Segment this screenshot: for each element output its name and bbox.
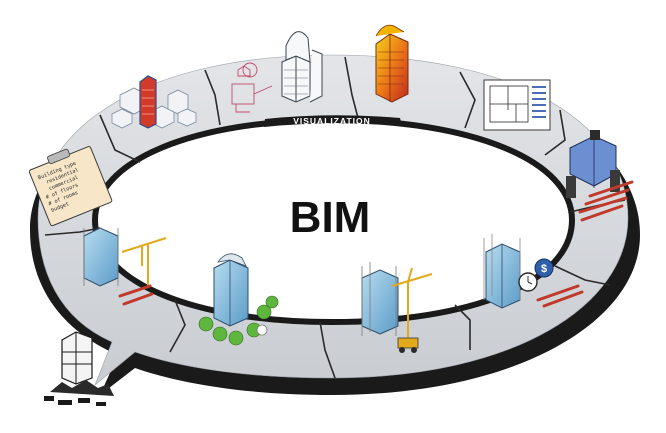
- renovation-crane-icon: [83, 227, 167, 306]
- svg-text:$: $: [541, 263, 547, 275]
- checklist-clipboard-icon: Building type residential commercial # o…: [28, 146, 113, 227]
- bim-title: BIM: [290, 193, 371, 242]
- fabrication-machine-icon: [566, 130, 634, 222]
- energy-analysis-building-icon: [375, 24, 409, 103]
- floor-plan-sheet-icon: [483, 79, 551, 131]
- massing-model-icon: [111, 75, 197, 129]
- landscaped-building-icon: [198, 253, 279, 346]
- drawing-building-icon: [231, 31, 323, 113]
- cost-schedule-building-icon: $: [483, 234, 584, 309]
- demolition-rubble-icon: [44, 331, 114, 406]
- construction-crane-icon: [361, 262, 433, 353]
- visualization-label-band: VISUALIZATION: [264, 115, 402, 127]
- visualization-label: VISUALIZATION: [293, 116, 371, 126]
